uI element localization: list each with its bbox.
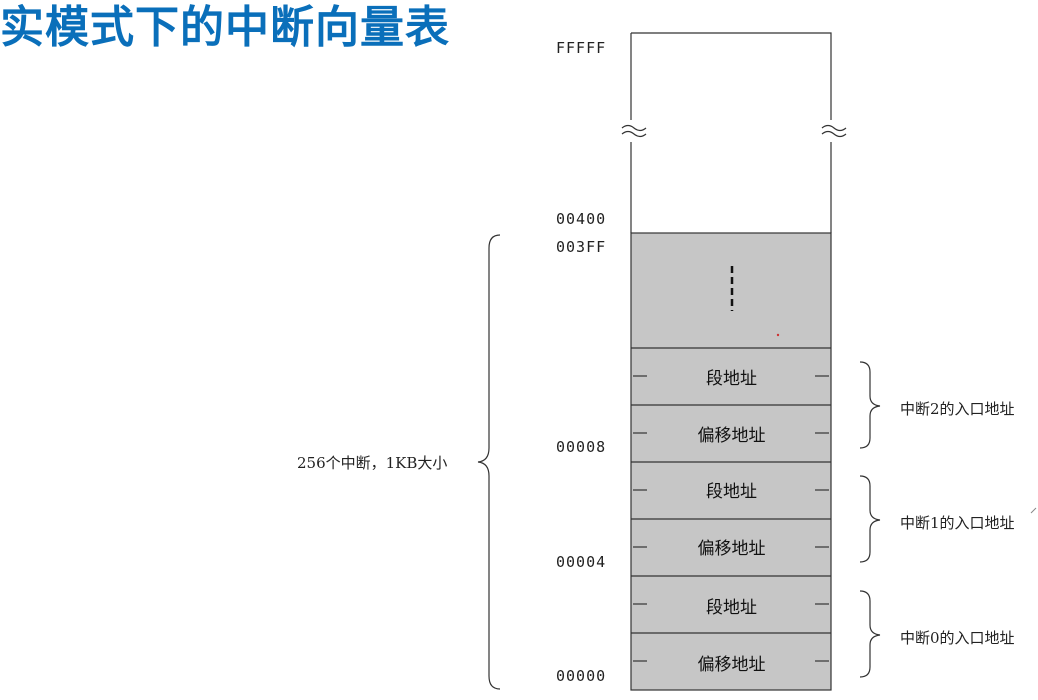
brace-int1 xyxy=(859,475,881,563)
break-mark-left-2 xyxy=(621,130,647,138)
cell-segment-address: 段地址 xyxy=(706,598,757,618)
page-title: 实模式下的中断向量表 xyxy=(0,2,450,53)
left-brace-label: 256个中断，1KB大小 xyxy=(297,454,448,472)
break-mark-left-1 xyxy=(621,124,647,132)
address-00004: 00004 xyxy=(556,553,607,571)
address-00008: 00008 xyxy=(556,438,607,456)
memory-upper-top-outline xyxy=(630,32,832,120)
cell-offset-address: 偏移地址 xyxy=(697,655,766,675)
memory-upper-bottom-outline xyxy=(630,142,832,233)
brace-int2 xyxy=(859,361,881,449)
brace-int0 xyxy=(859,590,881,678)
int0-label: 中断0的入口地址 xyxy=(900,629,1015,647)
stray-dot xyxy=(776,333,780,337)
int1-label: 中断1的入口地址 xyxy=(900,514,1015,532)
int2-label: 中断2的入口地址 xyxy=(900,400,1015,418)
cell-segment-address: 段地址 xyxy=(706,369,757,389)
address-00400: 00400 xyxy=(556,210,607,228)
break-mark-right-2 xyxy=(821,130,847,138)
cell-segment-address: 段地址 xyxy=(706,482,757,502)
cell-offset-address: 偏移地址 xyxy=(697,539,766,559)
left-brace xyxy=(477,234,501,690)
cell-offset-address: 偏移地址 xyxy=(697,426,766,446)
cell-ticks xyxy=(633,375,829,662)
stray-mark xyxy=(1030,507,1037,514)
address-003ff: 003FF xyxy=(556,238,607,256)
address-00000: 00000 xyxy=(556,667,607,685)
break-mark-right-1 xyxy=(821,124,847,132)
address-fffff: FFFFF xyxy=(556,39,607,57)
